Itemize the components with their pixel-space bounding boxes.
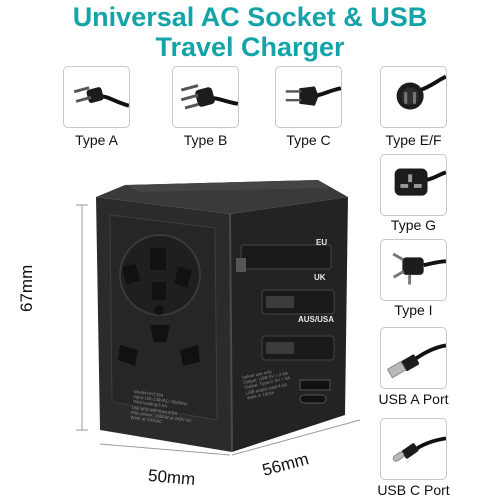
type-a-plug-icon — [63, 66, 130, 128]
type-i-plug-icon — [380, 239, 447, 301]
usb-c-cable-icon — [380, 418, 447, 480]
type-b-label: Type B — [183, 132, 228, 148]
type-ef-label: Type E/F — [385, 132, 442, 148]
usb-a-label: USB A Port — [378, 391, 449, 407]
height-dimension: 67mm — [17, 264, 36, 312]
page-title-line-1: Universal AC Socket & USB — [72, 2, 428, 32]
usb-c-label: USB C Port — [377, 482, 450, 498]
type-c-label: Type C — [286, 132, 331, 148]
width-dimension: 50mm — [147, 465, 197, 490]
page-title-line-2: Travel Charger — [155, 32, 345, 62]
type-b-plug-icon — [172, 66, 239, 128]
type-i-label: Type I — [394, 302, 433, 318]
depth-dimension: 56mm — [260, 449, 311, 480]
slider-label-eu: EU — [316, 238, 328, 247]
type-ef-plug-icon — [380, 66, 447, 128]
type-g-plug-icon — [380, 154, 447, 216]
slider-label-uk: UK — [314, 273, 326, 282]
usb-a-cable-icon — [380, 327, 447, 389]
spec-text-right: Indoor use only Output: USB 5V = 2.4A Ou… — [241, 368, 291, 401]
type-c-plug-icon — [275, 66, 342, 128]
type-g-label: Type G — [390, 217, 437, 233]
type-a-label: Type A — [75, 132, 118, 148]
slider-label-aus-usa: AUS/USA — [298, 315, 335, 324]
spec-text-left: Model:HHT394 Input:100-240VAC~50/60Hz To… — [130, 388, 193, 425]
